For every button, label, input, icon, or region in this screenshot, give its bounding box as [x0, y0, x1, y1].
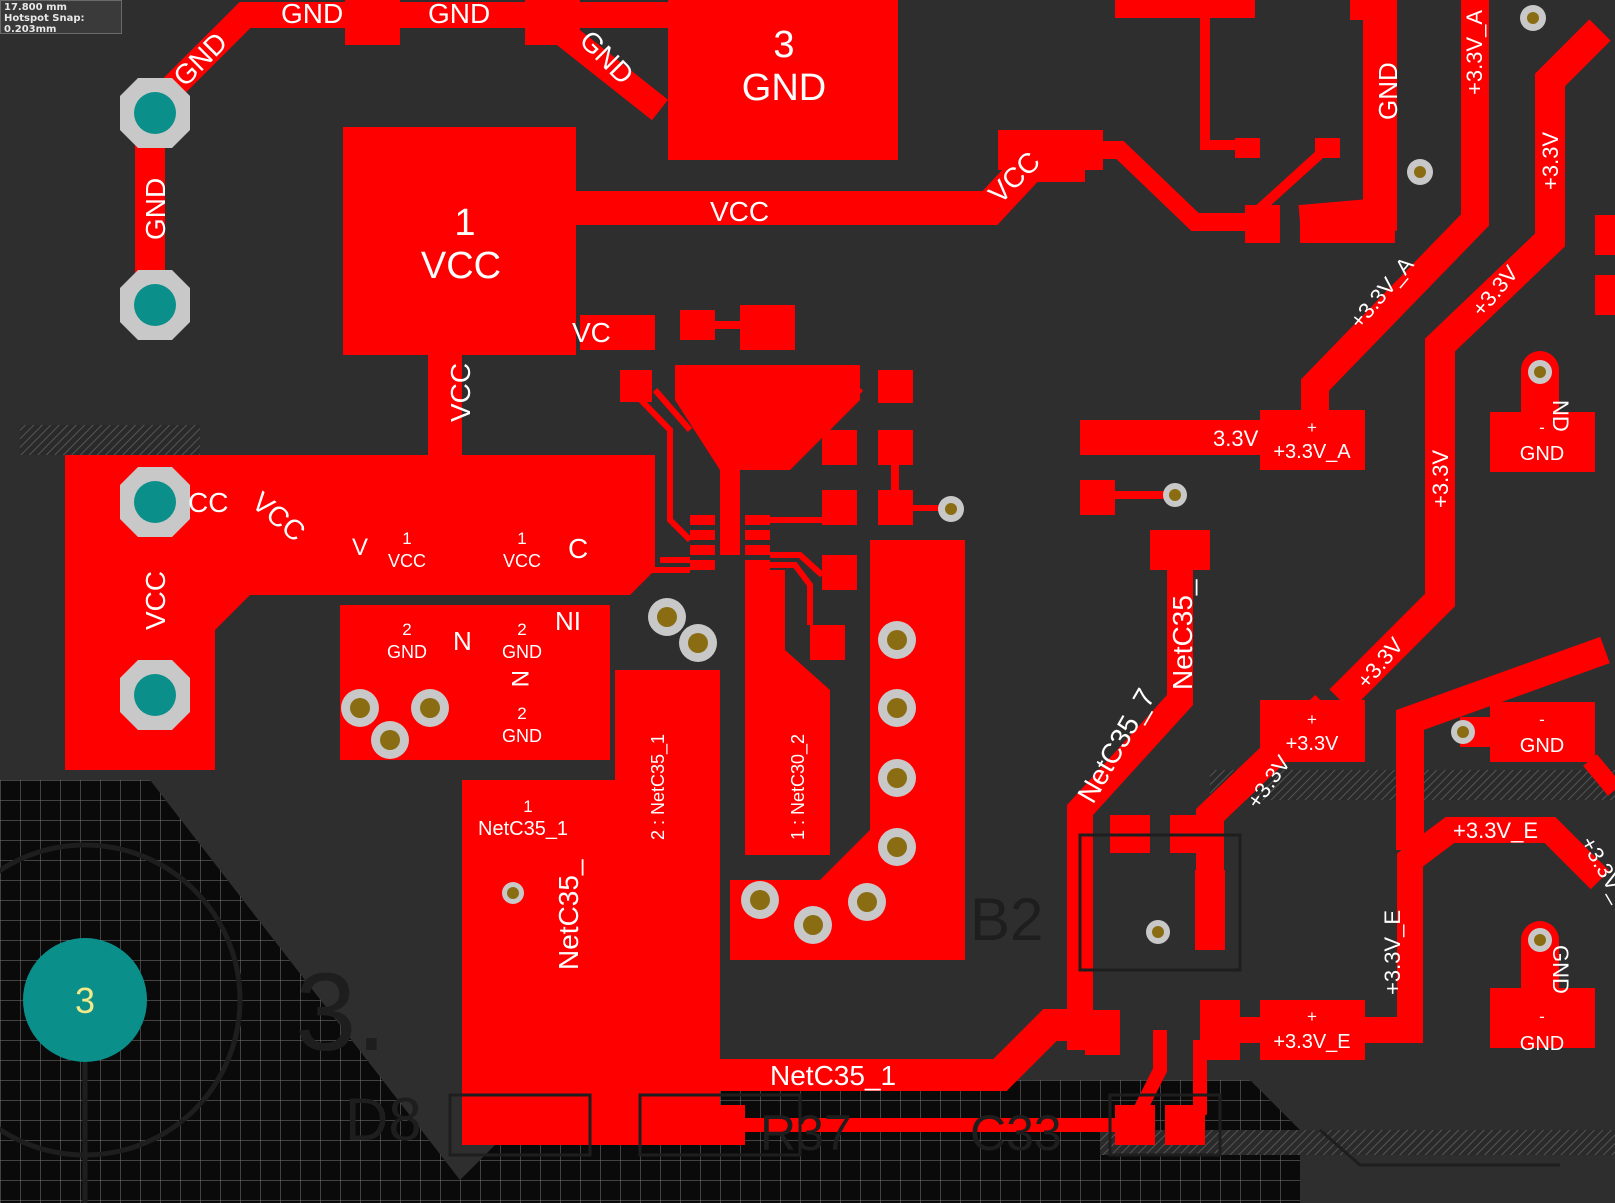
silkscreen-designators: B2 D8 R37 C33 3. — [295, 886, 1062, 1161]
pad-gnd-right-b: GND — [1520, 735, 1564, 757]
net-33v-frag: 3.3V — [1213, 426, 1259, 451]
pad-2-b: 2 — [517, 620, 526, 639]
net-netc35-1-trace: NetC35_1 — [770, 1060, 896, 1091]
pad-net-vcc: VCC — [421, 245, 501, 287]
net-vcc-trace: VCC — [710, 196, 769, 227]
pad-gnd-c: GND — [502, 726, 542, 746]
net-n-frag: N — [453, 626, 472, 656]
net-gnd-vertical: GND — [140, 178, 171, 240]
net-netc35-frag-right: NetC35_ — [1167, 579, 1198, 690]
net-gnd-top1: GND — [281, 0, 343, 29]
vias[interactable] — [341, 5, 1552, 952]
net-33ve-vert: +3.3V_E — [1380, 910, 1405, 995]
pad-num-3: 3 — [773, 24, 794, 66]
net-33v-vert2: +3.3V — [1428, 450, 1453, 508]
pad-gnd-right-c: GND — [1520, 1033, 1564, 1055]
pad-3-d8 — [23, 938, 147, 1062]
net-ni-frag: NI — [555, 606, 581, 636]
net-gnd-top2: GND — [428, 0, 490, 29]
cursor-readout: 17.800 mm Hotspot Snap: 0.203mm — [0, 0, 122, 35]
pad-plus-a: + — [1307, 418, 1317, 437]
pad-1-a: 1 — [402, 529, 411, 548]
pad-33v-a: +3.3V_A — [1273, 441, 1351, 463]
copper-layer — [65, 0, 1615, 1145]
coordinate-readout: 17.800 mm — [4, 2, 67, 13]
pad-2-c: 2 — [517, 704, 526, 723]
pad-gnd-b: GND — [502, 642, 542, 662]
pad-num-1: 1 — [454, 202, 475, 244]
net-33va-vert: +3.3V_A — [1462, 10, 1487, 95]
net-33v-vert1: +3.3V — [1538, 132, 1563, 190]
pad-minus-a: - — [1539, 418, 1545, 437]
snap-readout: Hotspot Snap: 0.203mm — [4, 13, 85, 35]
net-vcc-vertical: VCC — [445, 363, 476, 422]
pad-vcc-b: VCC — [503, 551, 541, 571]
pad-net-gnd: GND — [742, 67, 826, 109]
pad-minus-33: - — [1539, 710, 1545, 729]
net-gnd-vert-right: GND — [1373, 62, 1403, 120]
net-v-frag: V — [352, 534, 368, 561]
net-nd-frag: ND — [1548, 400, 1573, 432]
pad-plus-e: + — [1307, 1007, 1317, 1026]
net-cc-frag: CC — [188, 487, 228, 518]
pad-2-netc35-1: 2 : NetC35_1 — [648, 734, 669, 840]
net-n-frag2: N — [506, 670, 533, 687]
silk-c3: 3. — [295, 951, 387, 1074]
silk-b2: B2 — [970, 886, 1043, 953]
pad-1-netc30-2: 1 : NetC30_2 — [788, 734, 809, 840]
pad-2-a: 2 — [402, 620, 411, 639]
pad-plus-33: + — [1307, 710, 1317, 729]
pad-1-c35: 1 — [523, 797, 532, 816]
net-gnd-right-frag: GND — [1548, 945, 1573, 994]
net-c-frag: C — [568, 533, 588, 564]
pad-33v: +3.3V — [1286, 733, 1339, 755]
net-vcc-left: VCC — [140, 571, 171, 630]
pad-gnd-a: GND — [387, 642, 427, 662]
through-hole-pads[interactable] — [23, 78, 190, 1062]
pad-3-label: 3 — [75, 980, 95, 1021]
silk-d8: D8 — [345, 1086, 422, 1153]
pad-minus-e: - — [1539, 1007, 1545, 1026]
net-33ve-horiz: +3.3V_E — [1453, 818, 1538, 843]
net-netc35-frag-left: NetC35_ — [553, 859, 584, 970]
net-vcc-frag: VC — [572, 317, 611, 348]
pad-1-b: 1 — [517, 529, 526, 548]
silk-r37: R37 — [760, 1105, 852, 1161]
pad-vcc-a: VCC — [388, 551, 426, 571]
pad-gnd-right-a: GND — [1520, 443, 1564, 465]
pad-33v-e: +3.3V_E — [1273, 1031, 1350, 1053]
pad-netc35-1: NetC35_1 — [478, 818, 568, 840]
silk-c33: C33 — [970, 1105, 1062, 1161]
component-outlines — [0, 833, 1560, 1203]
